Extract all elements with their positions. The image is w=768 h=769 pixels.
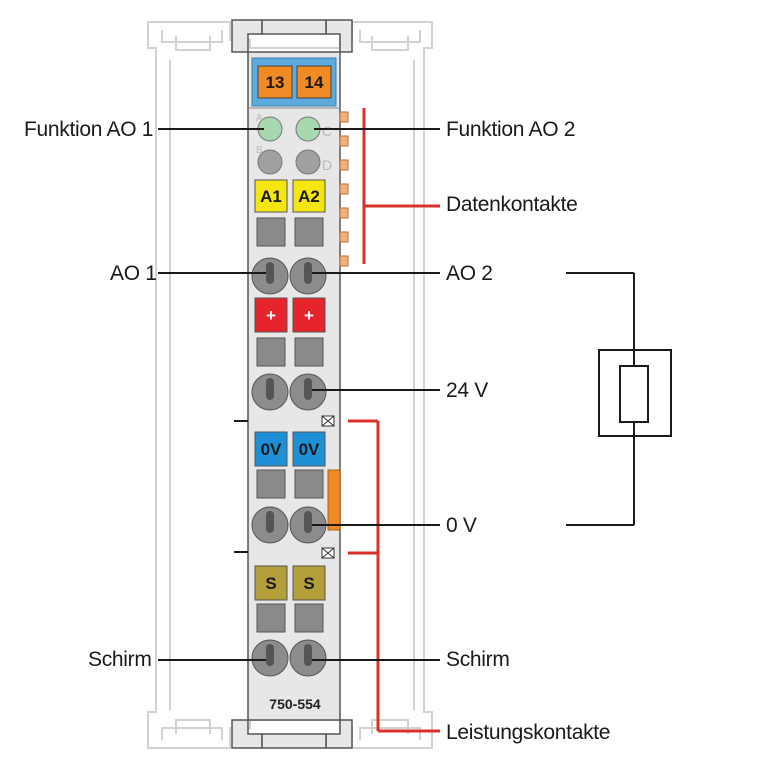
label-datenkontakte: Datenkontakte: [446, 193, 578, 216]
led-letter-d: D: [322, 157, 332, 173]
label-schirm-left: Schirm: [88, 648, 152, 671]
clamp-openings-24v: [251, 373, 327, 411]
led-letter-b: B: [256, 145, 263, 156]
clamp-openings-0v: [251, 506, 327, 544]
tag-0v-2: [292, 431, 326, 467]
led-d: [295, 149, 321, 175]
led-letter-a: A: [256, 113, 263, 124]
row-shield-tags: S S: [254, 565, 326, 601]
tag-s-2-label: S: [303, 574, 314, 593]
tag-a1: [254, 179, 288, 213]
terminal-13-label: 13: [266, 73, 285, 92]
tag-a2-label: A2: [298, 187, 320, 206]
tag-plus-2-label: +: [304, 306, 314, 325]
label-schirm-right: Schirm: [446, 648, 510, 671]
data-contacts: [339, 111, 349, 267]
terminal-13: [257, 65, 293, 99]
power-jumper-contact: [327, 469, 341, 531]
row-plus-tags: + +: [254, 297, 326, 333]
release-slots-4: [256, 603, 324, 633]
tag-s-1: [254, 565, 288, 601]
clamp-openings-ao: [251, 257, 330, 300]
power-contact-markers: [321, 415, 335, 559]
led-b: [257, 149, 283, 175]
housing-ticks: [234, 420, 248, 553]
release-slots-1: [256, 217, 324, 247]
tag-s-2: [292, 565, 326, 601]
tag-0v-1-label: 0V: [261, 440, 282, 459]
release-slots-3: [256, 469, 324, 499]
status-leds: A B C D: [256, 113, 332, 175]
tag-0v-1: [254, 431, 288, 467]
tag-0v-2-label: 0V: [299, 440, 320, 459]
tag-a1-label: A1: [260, 187, 282, 206]
tag-a2: [292, 179, 326, 213]
label-0v: 0 V: [446, 514, 477, 537]
clamp-openings-shield: [251, 639, 327, 677]
tag-plus-1: [254, 297, 288, 333]
leistungskontakte-bracket: [348, 419, 440, 733]
din-rail-outline: [147, 21, 433, 749]
leader-lines: [158, 128, 440, 661]
label-funktion-ao1: Funktion AO 1: [24, 118, 153, 141]
led-letter-c: C: [322, 123, 332, 139]
terminal-14: [296, 65, 332, 99]
tag-plus-1-label: +: [266, 306, 276, 325]
row-a-tags: A1 A2: [254, 179, 326, 213]
label-ao2: AO 2: [446, 262, 493, 285]
tag-s-1-label: S: [265, 574, 276, 593]
resistor-icon: [619, 365, 649, 423]
top-terminal-block: 13 14: [251, 57, 337, 107]
terminal-14-label: 14: [305, 73, 324, 92]
external-load-resistor: [566, 272, 672, 526]
datenkontakte-bracket: [362, 108, 440, 264]
row-zero-tags: 0V 0V: [254, 431, 326, 467]
label-24v: 24 V: [446, 379, 488, 402]
release-slots-2: [256, 337, 324, 367]
model-number: 750-554: [269, 696, 321, 712]
label-funktion-ao2: Funktion AO 2: [446, 118, 575, 141]
tag-plus-2: [292, 297, 326, 333]
label-leistungskontakte: Leistungskontakte: [446, 721, 610, 744]
label-ao1: AO 1: [110, 262, 157, 285]
